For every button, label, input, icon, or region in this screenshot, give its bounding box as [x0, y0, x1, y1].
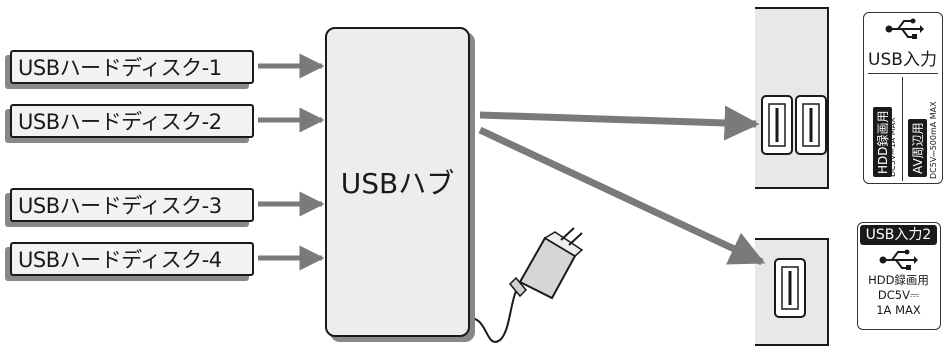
usb-hub: USBハブ: [325, 27, 470, 337]
port-label-usb-input: USB入力 HDD録画用 DC5V⎓1A MAX AV周辺用 DC5V⎓500m…: [863, 12, 943, 184]
usb-input-title: USB入力: [868, 50, 937, 70]
ac-adapter-icon: [469, 227, 584, 343]
usb-input-2-title: USB入力2: [860, 225, 937, 245]
usb-hard-disk-2: USBハードディスク-2: [10, 104, 254, 138]
usb-input-2-spec: HDD録画用 DC5V⎓ 1A MAX: [858, 273, 939, 318]
power-current-text: 1A MAX: [876, 303, 921, 317]
av-power-spec: DC5V⎓500mA MAX: [929, 101, 938, 179]
usb-port-icon: [761, 95, 793, 155]
usb-hard-disk-1: USBハードディスク-1: [10, 50, 254, 84]
arrow-hub-to-port-2: [478, 126, 766, 266]
usb-hub-label: USBハブ: [340, 167, 455, 200]
label-divider: [868, 73, 938, 74]
av-tag-group: AV周辺用: [907, 119, 927, 177]
av-peripheral-tag: AV周辺用: [908, 119, 927, 177]
port-label-usb-input-2: USB入力2 HDD録画用 DC5V⎓ 1A MAX: [857, 222, 941, 330]
power-voltage-text: DC5V⎓: [877, 288, 920, 302]
label-vertical-divider: [902, 77, 903, 181]
usb-port-icon: [795, 95, 827, 155]
usb-hard-disk-4: USBハードディスク-4: [10, 242, 254, 276]
usb-port-icon: [774, 258, 806, 318]
hdd-recording-text: HDD録画用: [868, 273, 929, 287]
arrow-hub-to-port-1: [479, 105, 760, 141]
hdd-power-spec: DC5V⎓1A MAX: [888, 117, 897, 177]
usb-hard-disk-3: USBハードディスク-3: [10, 188, 254, 222]
usb-trident-icon: [879, 249, 918, 270]
usb-trident-icon: [885, 18, 924, 39]
